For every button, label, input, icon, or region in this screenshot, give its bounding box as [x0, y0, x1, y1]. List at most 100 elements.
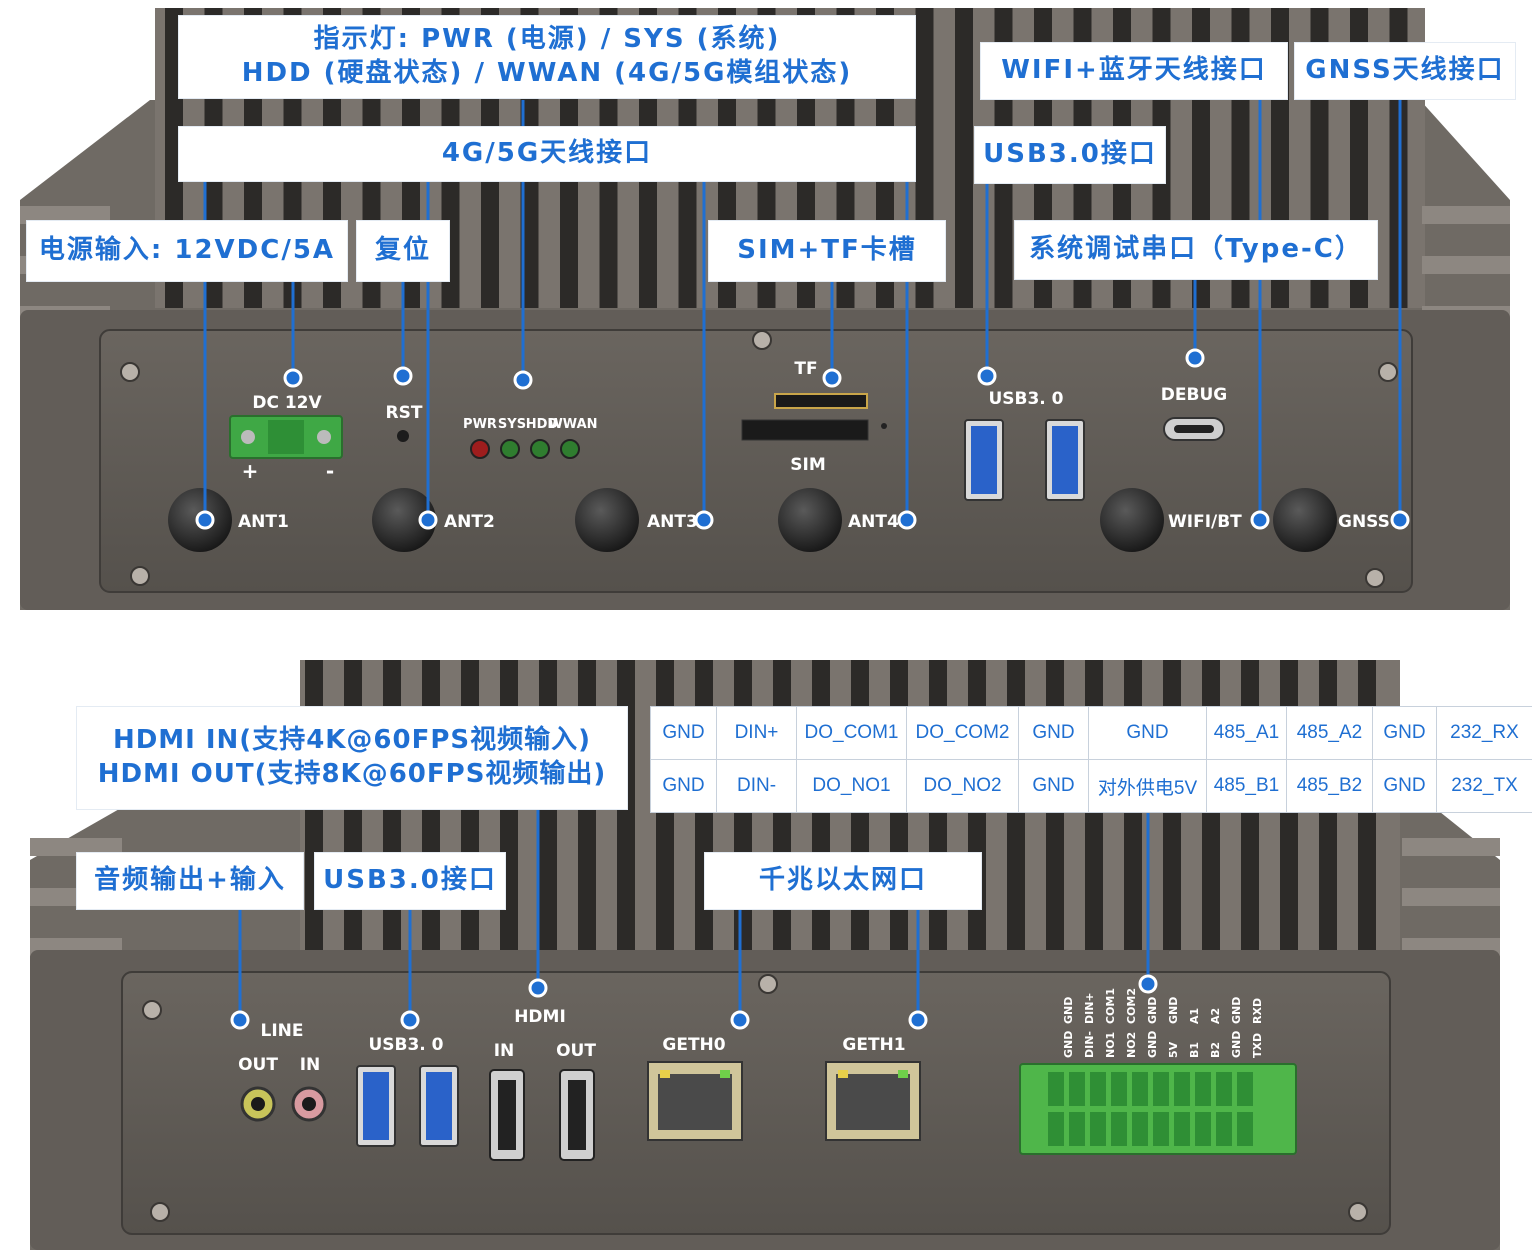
terminal-pin-label: DIN+ — [1083, 992, 1096, 1024]
callout-debug-text: 系统调试串口（Type-C） — [1029, 234, 1363, 265]
antenna-ant3[interactable] — [575, 488, 639, 552]
debug-label: DEBUG — [1161, 385, 1227, 405]
pin-row-bottom: GND DIN- DO_NO1 DO_NO2 GND 对外供电5V 485_B1… — [650, 759, 1532, 813]
rst-label: RST — [386, 403, 423, 423]
callout-usb-rear: USB3.0接口 — [314, 852, 506, 910]
callout-usb-front-text: USB3.0接口 — [983, 139, 1157, 170]
terminal-pin-label: A2 — [1209, 1008, 1222, 1024]
led-pwr — [470, 439, 490, 459]
screw-icon — [758, 974, 778, 994]
callout-power-text: 电源输入: 12VDC/5A — [38, 235, 336, 266]
pin-cell: 232_RX — [1436, 706, 1532, 760]
callout-gnss-antenna: GNSS天线接口 — [1294, 42, 1516, 100]
terminal-pin-bottom — [1195, 1112, 1211, 1146]
terminal-pin-label: B1 — [1188, 1042, 1201, 1058]
callout-hdmi-line1: HDMI IN(支持4K@60FPS视频输入) — [112, 725, 592, 756]
hdmi-in-label: IN — [494, 1041, 515, 1061]
callout-usb-front: USB3.0接口 — [974, 126, 1166, 184]
callout-reset: 复位 — [356, 220, 450, 282]
ant1-label: ANT1 — [238, 512, 289, 532]
screw-icon — [130, 566, 150, 586]
terminal-pin-label: NO2 — [1125, 1032, 1138, 1058]
hdmi-label: HDMI — [514, 1007, 566, 1027]
pin-cell: GND — [1088, 706, 1207, 760]
sim-card-slot[interactable] — [741, 419, 869, 441]
line-in-label: IN — [300, 1055, 321, 1075]
side-fin — [1402, 888, 1500, 906]
line-label: LINE — [261, 1021, 304, 1041]
terminal-pin-label: GND — [1146, 997, 1159, 1024]
callout-ethernet: 千兆以太网口 — [704, 852, 982, 910]
terminal-pin-top — [1216, 1072, 1232, 1106]
tf-label: TF — [794, 359, 817, 379]
led-label-wwan: WWAN — [548, 417, 597, 432]
callout-debug-port: 系统调试串口（Type-C） — [1014, 220, 1378, 280]
callout-sim-tf-text: SIM+TF卡槽 — [737, 235, 917, 266]
callout-wifi-bt-antenna: WIFI+蓝牙天线接口 — [980, 42, 1288, 100]
terminal-pin-label: 5V — [1167, 1041, 1180, 1058]
terminal-pin-label: GND — [1062, 997, 1075, 1024]
terminal-pin-bottom — [1069, 1112, 1085, 1146]
terminal-pin-label: A1 — [1188, 1008, 1201, 1024]
callout-wifi-bt-text: WIFI+蓝牙天线接口 — [1001, 55, 1267, 86]
terminal-pin-label: B2 — [1209, 1042, 1222, 1058]
terminal-pin-top — [1111, 1072, 1127, 1106]
sim-label: SIM — [790, 455, 826, 475]
callout-reset-text: 复位 — [374, 235, 431, 266]
terminal-pin-top — [1153, 1072, 1169, 1106]
terminal-pin-label: NO1 — [1104, 1032, 1117, 1058]
callout-cellular-text: 4G/5G天线接口 — [441, 138, 653, 169]
callout-gnss-text: GNSS天线接口 — [1305, 55, 1505, 86]
geth0-label: GETH0 — [662, 1035, 725, 1055]
pin-cell: GND — [650, 706, 717, 760]
antenna-wifi-bt[interactable] — [1100, 488, 1164, 552]
terminal-pin-top — [1174, 1072, 1190, 1106]
terminal-pin-label: GND — [1167, 997, 1180, 1024]
side-fin — [20, 206, 110, 224]
ant2-label: ANT2 — [444, 512, 495, 532]
terminal-pin-label: GND — [1230, 1031, 1243, 1058]
callout-sim-tf: SIM+TF卡槽 — [708, 220, 946, 282]
gnss-label: GNSS — [1338, 512, 1390, 532]
hdmi-out-label: OUT — [556, 1041, 596, 1061]
antenna-ant2[interactable] — [372, 488, 436, 552]
usb-rear-label: USB3. 0 — [368, 1035, 443, 1055]
terminal-pin-label: TXD — [1251, 1033, 1264, 1058]
side-fin — [1422, 256, 1510, 274]
line-out-label: OUT — [238, 1055, 278, 1075]
led-label-sys: SYS — [498, 417, 526, 432]
screw-icon — [120, 362, 140, 382]
pin-row-top: GND DIN+ DO_COM1 DO_COM2 GND GND 485_A1 … — [650, 706, 1532, 760]
terminal-pin-label: GND — [1062, 1031, 1075, 1058]
screw-icon — [142, 1000, 162, 1020]
screw-icon — [752, 330, 772, 350]
terminal-pin-label: GND — [1146, 1031, 1159, 1058]
tf-card-slot[interactable] — [774, 393, 868, 409]
pin-cell: GND — [650, 759, 717, 813]
terminal-pin-bottom — [1048, 1112, 1064, 1146]
terminal-pin-bottom — [1153, 1112, 1169, 1146]
dc-label: DC 12V — [252, 393, 322, 413]
terminal-pin-bottom — [1216, 1112, 1232, 1146]
antenna-ant4[interactable] — [778, 488, 842, 552]
callout-hdmi: HDMI IN(支持4K@60FPS视频输入) HDMI OUT(支持8K@60… — [76, 706, 628, 810]
pin-definition-table: GND DIN+ DO_COM1 DO_COM2 GND GND 485_A1 … — [650, 706, 1532, 813]
terminal-pin-top — [1237, 1072, 1253, 1106]
callout-ethernet-text: 千兆以太网口 — [758, 865, 927, 896]
side-fin — [30, 838, 122, 856]
ant4-label: ANT4 — [848, 512, 899, 532]
screw-icon — [1378, 362, 1398, 382]
reset-button[interactable] — [397, 430, 409, 442]
screw-icon — [1348, 1202, 1368, 1222]
wifi-bt-label: WIFI/BT — [1168, 512, 1242, 532]
pin-cell: 485_B2 — [1286, 759, 1373, 813]
callout-indicator-line1: 指示灯: PWR (电源) / SYS (系统) — [313, 24, 781, 55]
led-wwan — [560, 439, 580, 459]
terminal-pin-top — [1132, 1072, 1148, 1106]
antenna-gnss[interactable] — [1273, 488, 1337, 552]
usb-front-label: USB3. 0 — [988, 389, 1063, 409]
heatsink-fin-gap — [955, 8, 973, 308]
terminal-pin-top — [1069, 1072, 1085, 1106]
terminal-pin-label: DIN- — [1083, 1031, 1096, 1058]
terminal-pin-bottom — [1132, 1112, 1148, 1146]
